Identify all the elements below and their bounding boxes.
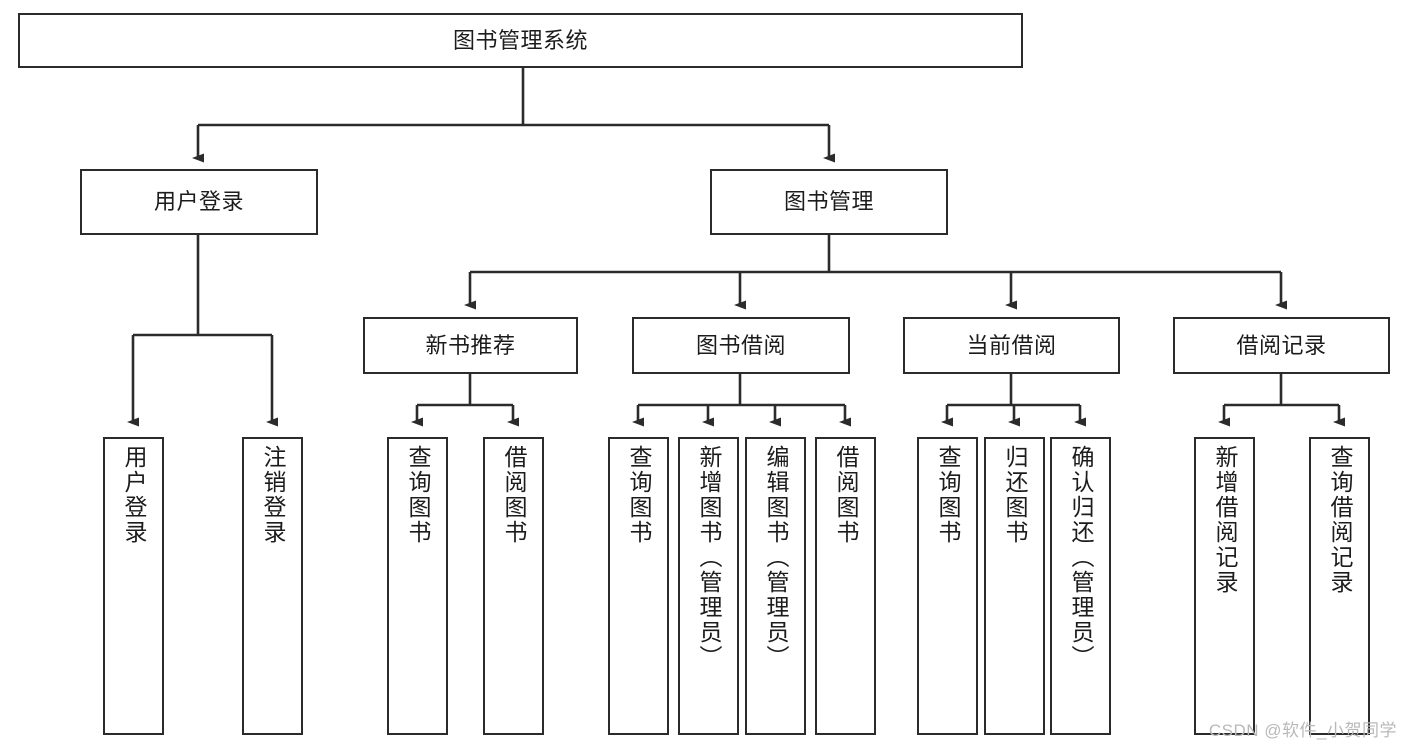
node-label: 当前借阅 — [966, 332, 1057, 358]
node-current-borrow[interactable]: 当前借阅 — [903, 317, 1120, 374]
csdn-watermark: CSDN @软件_小贺同学 — [1208, 721, 1397, 740]
node-book-management[interactable]: 图书管理 — [710, 169, 948, 235]
node-label: 借阅图书 — [833, 445, 859, 545]
leaf-book-borrow-borrow-book[interactable]: 借阅图书 — [815, 437, 876, 735]
node-root-book-management-system[interactable]: 图书管理系统 — [18, 13, 1023, 68]
node-label: 借阅记录 — [1236, 332, 1327, 358]
node-new-book-recommend[interactable]: 新书推荐 — [363, 317, 578, 374]
leaf-current-borrow-query-book[interactable]: 查询图书 — [917, 437, 978, 735]
leaf-book-borrow-edit-book-admin[interactable]: 编辑图书（管理员） — [745, 437, 806, 735]
node-label: 查询图书 — [405, 445, 431, 545]
leaf-borrow-record-query-record[interactable]: 查询借阅记录 — [1309, 437, 1370, 735]
node-label: 查询借阅记录 — [1327, 445, 1353, 595]
node-label: 归还图书 — [1002, 445, 1028, 545]
node-label: 新书推荐 — [425, 332, 516, 358]
node-borrow-record[interactable]: 借阅记录 — [1173, 317, 1390, 374]
node-label: 查询图书 — [935, 445, 961, 545]
leaf-book-borrow-query-book[interactable]: 查询图书 — [608, 437, 669, 735]
leaf-user-login-logout[interactable]: 注销登录 — [242, 437, 303, 735]
node-label: 图书管理系统 — [452, 27, 588, 53]
node-label: 新增借阅记录 — [1212, 445, 1238, 595]
node-label: 查询图书 — [626, 445, 652, 545]
node-user-login[interactable]: 用户登录 — [80, 169, 318, 235]
leaf-user-login-login[interactable]: 用户登录 — [103, 437, 164, 735]
leaf-borrow-record-add-record[interactable]: 新增借阅记录 — [1194, 437, 1255, 735]
leaf-book-borrow-add-book-admin[interactable]: 新增图书（管理员） — [678, 437, 739, 735]
node-label: 用户登录 — [121, 445, 147, 545]
leaf-current-borrow-return-book[interactable]: 归还图书 — [984, 437, 1045, 735]
node-label: 图书借阅 — [695, 332, 786, 358]
node-label: 图书管理 — [783, 189, 874, 215]
node-label: 新增图书（管理员） — [696, 445, 722, 670]
node-label: 注销登录 — [260, 445, 286, 545]
node-label: 编辑图书（管理员） — [763, 445, 789, 670]
leaf-new-book-query-book[interactable]: 查询图书 — [387, 437, 448, 735]
node-book-borrow[interactable]: 图书借阅 — [632, 317, 850, 374]
node-label: 确认归还（管理员） — [1068, 445, 1094, 670]
leaf-current-borrow-confirm-return-admin[interactable]: 确认归还（管理员） — [1050, 437, 1111, 735]
leaf-new-book-borrow-book[interactable]: 借阅图书 — [483, 437, 544, 735]
node-label: 借阅图书 — [501, 445, 527, 545]
node-label: 用户登录 — [153, 189, 244, 215]
